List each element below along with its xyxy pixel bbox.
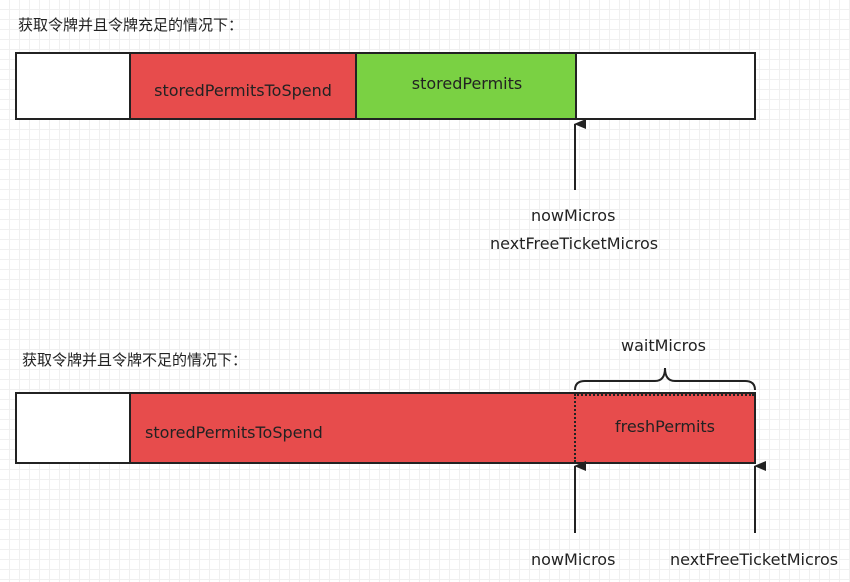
label-now-micros: nowMicros — [531, 206, 616, 225]
caption-sufficient: 获取令牌并且令牌充足的情况下： — [18, 16, 244, 34]
wait-micros-label: waitMicros — [621, 336, 707, 355]
segment-fresh-permits: freshPermits — [574, 394, 754, 462]
segment-stored-permits-to-spend: storedPermitsToSpend — [129, 54, 355, 118]
bar-sufficient: storedPermitsToSpend storedPermits — [15, 52, 756, 120]
wait-micros-brace — [574, 367, 756, 391]
label-next-free-ticket-micros: nextFreeTicketMicros — [490, 234, 659, 253]
segment-label: storedPermitsToSpend — [154, 80, 332, 100]
segment-label: storedPermitsToSpend — [145, 422, 323, 442]
caption-insufficient: 获取令牌并且令牌不足的情况下： — [22, 351, 248, 369]
segment-label: storedPermits — [411, 73, 523, 93]
segment-stored-permits-to-spend: storedPermitsToSpend — [129, 394, 576, 462]
label-next-free-ticket-micros: nextFreeTicketMicros — [670, 550, 839, 569]
segment-stored-permits: storedPermits — [355, 54, 577, 118]
segment-empty-right — [575, 54, 754, 118]
label-now-micros: nowMicros — [531, 550, 616, 569]
segment-label: freshPermits — [614, 416, 716, 436]
bar-insufficient: storedPermitsToSpend freshPermits — [15, 392, 756, 464]
